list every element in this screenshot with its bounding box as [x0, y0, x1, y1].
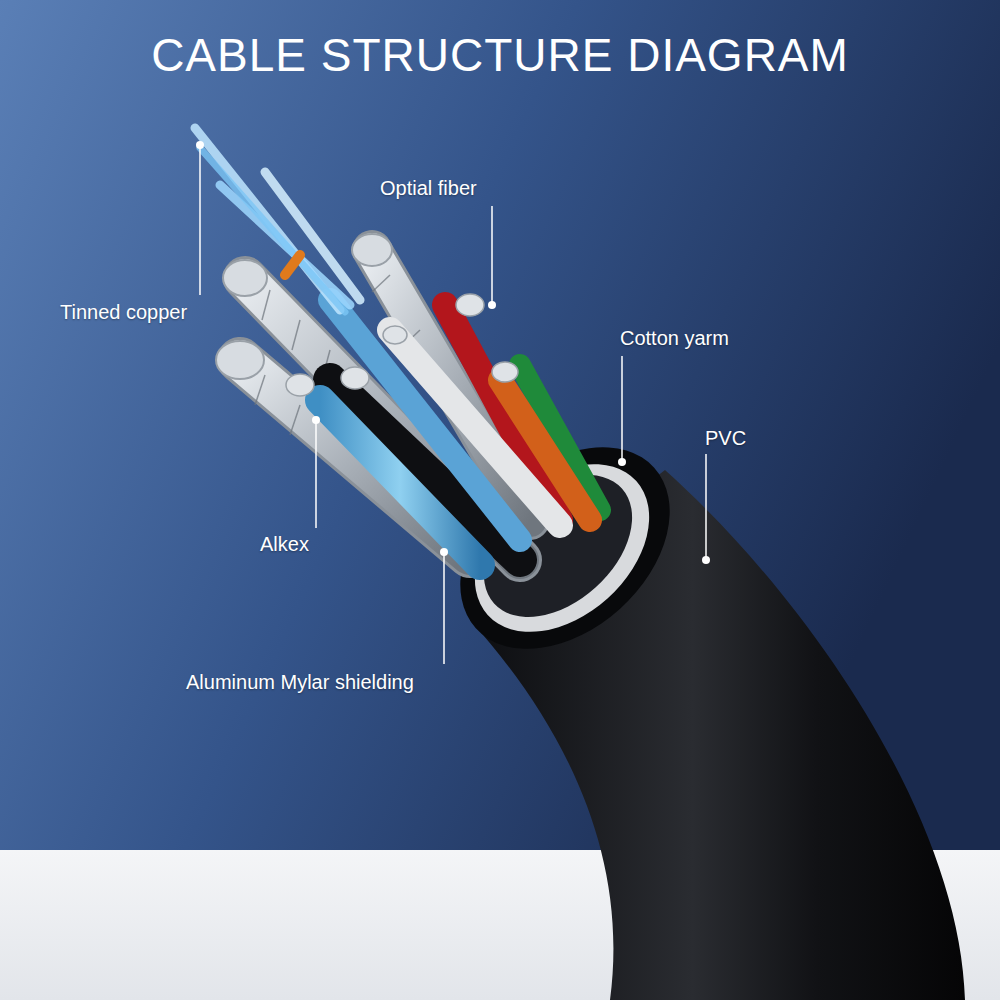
part-label: Tinned copper	[60, 300, 187, 324]
part-label: Alkex	[260, 532, 309, 556]
part-label: Aluminum Mylar shielding	[186, 670, 414, 694]
leader-lines	[200, 145, 706, 664]
diagram-title: CABLE STRUCTURE DIAGRAM	[0, 28, 1000, 82]
part-label: Cotton yarm	[620, 326, 729, 350]
part-label: Optial fiber	[380, 176, 477, 200]
part-label: PVC	[705, 426, 746, 450]
